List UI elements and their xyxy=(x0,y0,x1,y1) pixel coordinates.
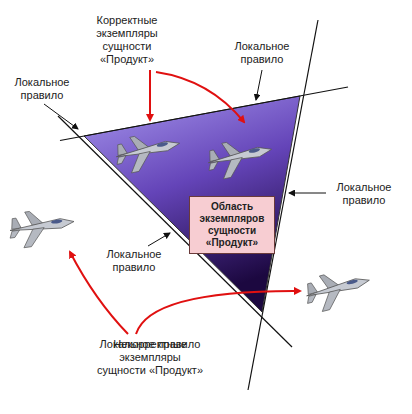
rule-label: Локальное правило xyxy=(227,40,297,66)
leader-line xyxy=(256,70,262,100)
rule-line xyxy=(58,116,292,347)
plane-inside xyxy=(112,127,183,175)
callout-text: Некорректные экземпляры сущности «Продук… xyxy=(95,338,205,377)
rule-label: Локальное правило xyxy=(6,76,78,102)
plane-outside xyxy=(7,206,77,250)
callout-text: Корректные экземпляры сущности «Продукт» xyxy=(77,14,177,66)
pointer-arrow xyxy=(156,72,244,122)
pointer-arrow xyxy=(149,70,151,120)
region-triangle xyxy=(84,96,300,312)
leader-line xyxy=(44,104,78,129)
plane-outside xyxy=(302,265,374,315)
region-box: Область экземпляров сущности «Продукт» xyxy=(189,196,275,254)
box-text: Область экземпляров сущности «Продукт» xyxy=(195,201,269,249)
rule-line xyxy=(60,87,348,141)
leader-line xyxy=(148,233,170,246)
rule-label: Локальное правило xyxy=(327,181,401,207)
leader-line xyxy=(289,193,326,194)
pointer-arrow xyxy=(136,291,300,334)
rule-label: Локальное правило xyxy=(97,248,171,274)
plane-inside xyxy=(204,133,275,181)
